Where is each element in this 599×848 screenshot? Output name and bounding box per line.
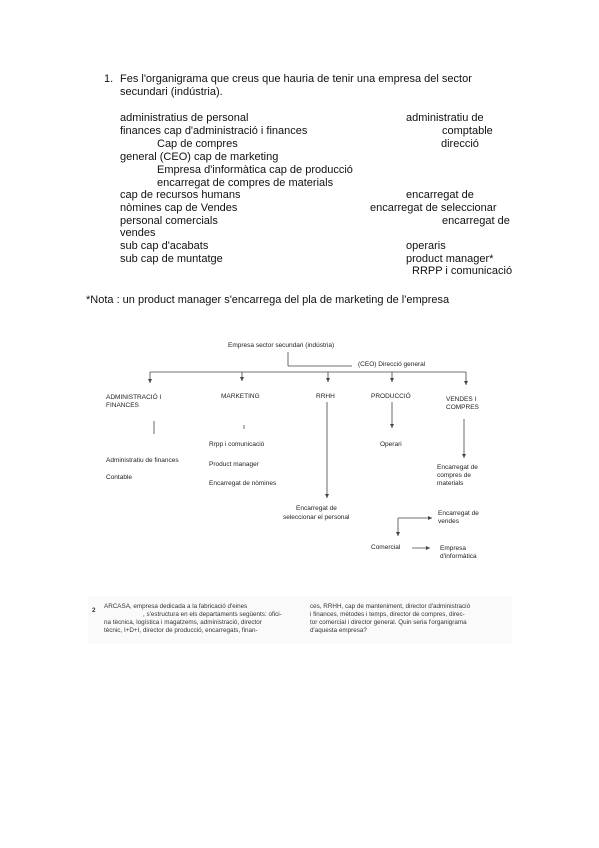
list-item: general (CEO) cap de marketing: [120, 151, 279, 163]
vendes-item-line2: compres de: [437, 472, 471, 479]
marketing-item: Product manager: [209, 461, 259, 468]
question2-right-line: d'aquesta empresa?: [310, 627, 367, 634]
question-number: 1.: [104, 73, 114, 85]
dept-rrhh: RRHH: [316, 393, 335, 400]
vendes2-line1: Encarregat de: [438, 510, 479, 517]
question2-right-line: tor comercial i director general. Quin s…: [310, 619, 467, 626]
dept-marketing: MARKETING: [221, 393, 260, 400]
informatica-line1: Empresa: [440, 545, 467, 552]
list-item: product manager*: [406, 253, 494, 265]
dept-vendes-line1: VENDES I: [446, 396, 477, 403]
orgchart-ceo: (CEO) Direcció general: [358, 361, 426, 368]
marketing-item: Rrpp i comunicació: [209, 441, 265, 448]
question2-left-line: , s'estructura en els departaments següe…: [143, 611, 282, 618]
list-item: Cap de compres: [157, 138, 238, 150]
rrhh-item-line1: Encarregat de: [296, 505, 337, 512]
list-item: sub cap d'acabats: [120, 240, 209, 252]
comercial: Comercial: [371, 544, 401, 551]
dept-vendes-line2: COMPRES: [446, 404, 479, 411]
question2-right-line: i finances, mètodes i temps, director de…: [310, 611, 465, 618]
list-item: sub cap de muntatge: [120, 253, 223, 265]
orgchart-title: Empresa sector secundari (indústria): [228, 342, 335, 349]
list-item: encarregat de compres de materials: [157, 177, 334, 189]
list-item: encarregat de: [406, 189, 474, 201]
list-item: encarregat de: [442, 215, 510, 227]
question2-left-line: ARCASA, empresa dedicada a la fabricació…: [104, 603, 248, 610]
list-item: direcció: [441, 138, 479, 150]
list-item: nòmines cap de Vendes: [120, 202, 238, 214]
dept-admin-line1: ADMINISTRACIÓ I: [106, 394, 162, 401]
question-text-line2: secundari (indústria).: [120, 86, 223, 98]
marketing-item: Encarregat de nòmines: [209, 480, 277, 487]
question2-left-line: tècnic, I+D+I, director de producció, en…: [104, 627, 258, 634]
dept-admin-line2: FINANCES: [106, 402, 139, 409]
list-item: operaris: [406, 240, 446, 252]
list-item: encarregat de seleccionar: [370, 202, 497, 214]
footnote: *Nota : un product manager s'encarrega d…: [86, 294, 450, 306]
list-item: vendes: [120, 227, 156, 239]
admin-item: Contable: [106, 474, 133, 481]
list-item: administratiu de: [406, 112, 484, 124]
question2-right-line: ces, RRHH, cap de manteniment, director …: [310, 603, 471, 610]
vendes-item-line3: materials: [437, 480, 464, 487]
question2-left-line: na tècnica, logística i magatzems, admin…: [104, 619, 262, 626]
list-item: cap de recursos humans: [120, 189, 241, 201]
admin-item: Administratiu de finances: [106, 457, 179, 464]
list-item: personal comercials: [120, 215, 218, 227]
list-item: administratius de personal: [120, 112, 249, 124]
rrhh-item-line2: seleccionar el personal: [283, 514, 350, 521]
vendes2-line2: vendes: [438, 518, 459, 525]
list-item: comptable: [442, 125, 493, 137]
question-text-line1: Fes l'organigrama que creus que hauria d…: [120, 73, 472, 85]
informatica-line2: d'informàtica: [440, 553, 477, 560]
question2-number: 2: [92, 607, 96, 614]
list-item: RRPP i comunicació: [412, 265, 513, 277]
list-item: finances cap d'administració i finances: [120, 125, 308, 137]
vendes-item-line1: Encarregat de: [437, 464, 478, 471]
scanned-excerpt: [88, 596, 512, 644]
produccio-item: Operari: [380, 441, 402, 448]
dept-produccio: PRODUCCIÓ: [371, 393, 411, 400]
list-item: Empresa d'informàtica cap de producció: [157, 164, 353, 176]
